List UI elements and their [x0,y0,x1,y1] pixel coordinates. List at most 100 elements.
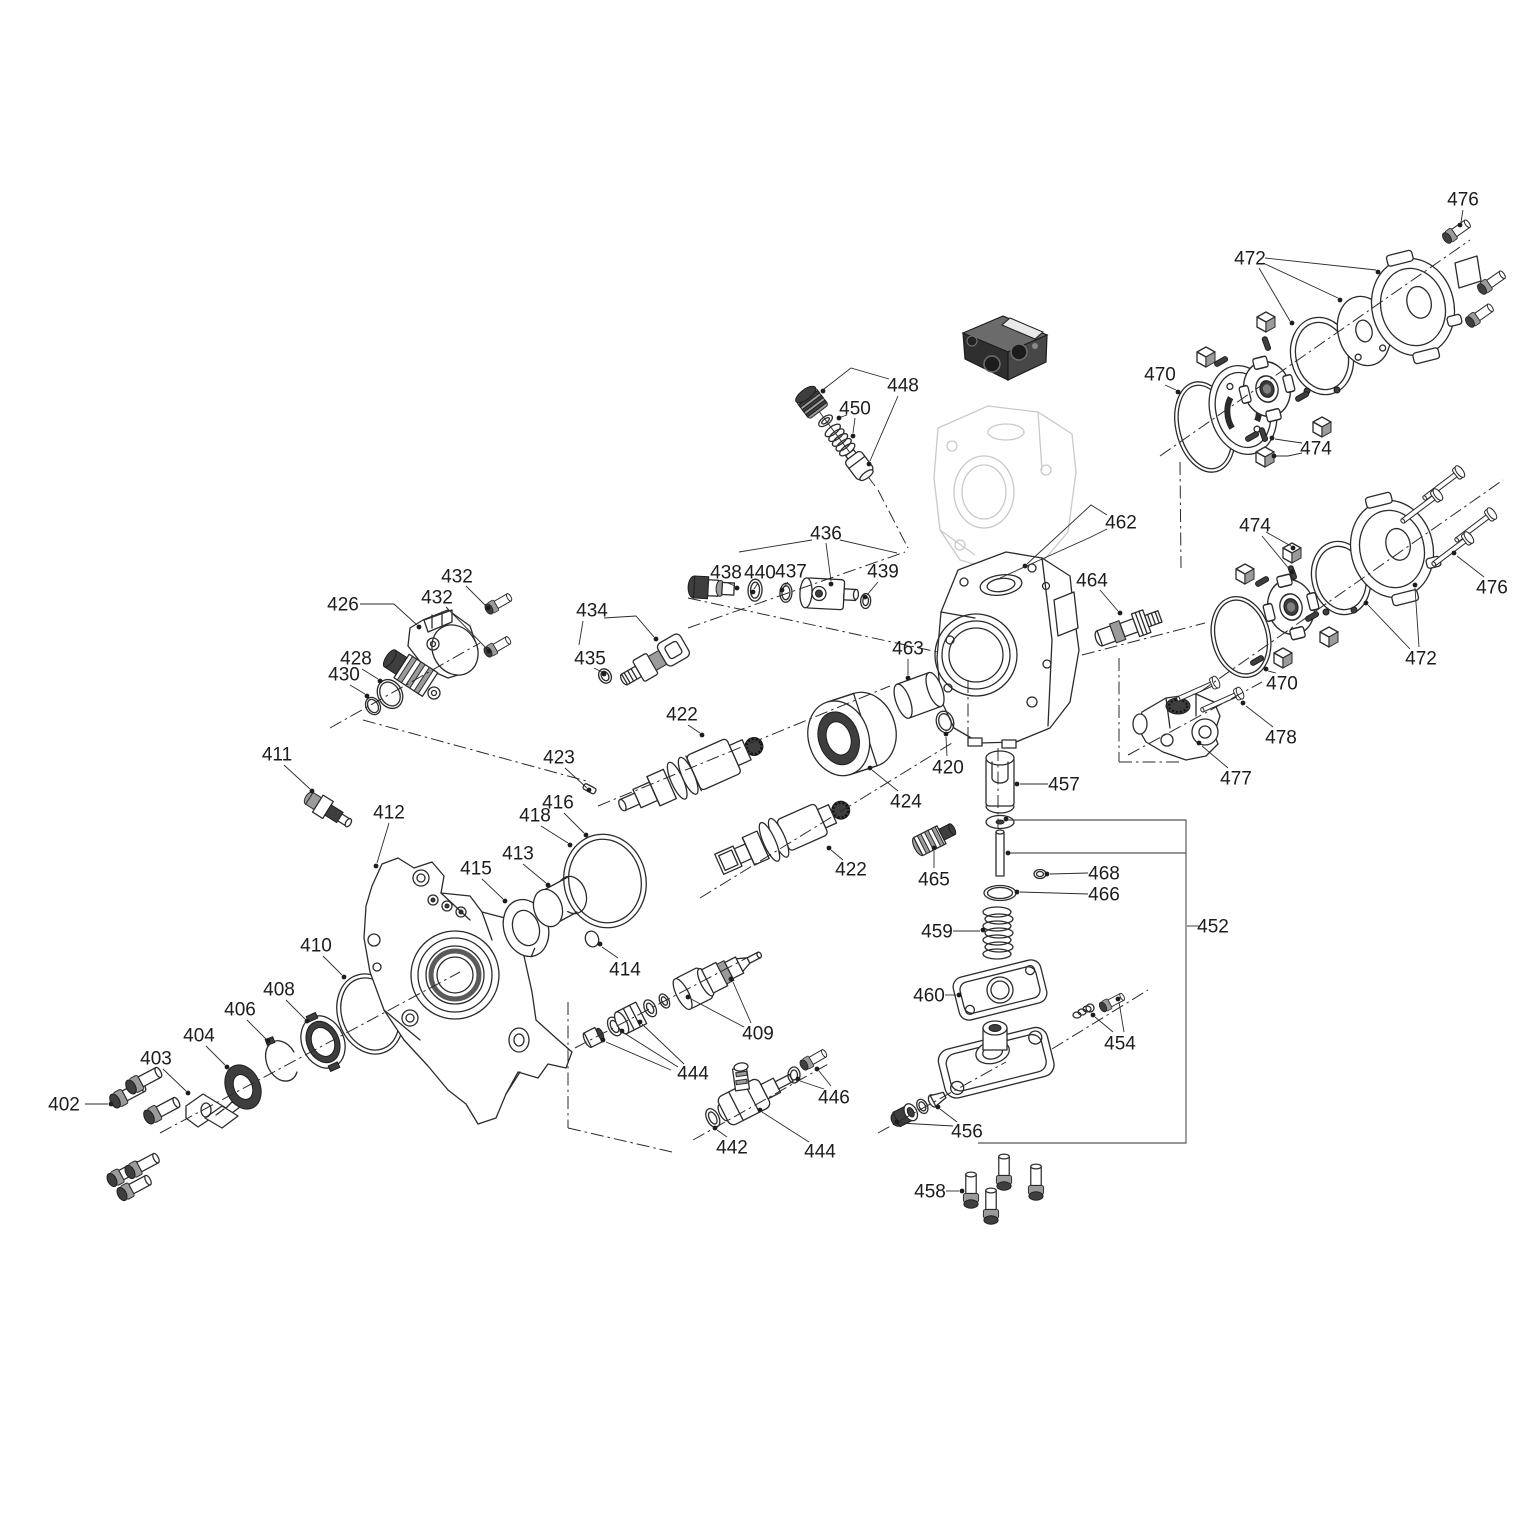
part-label-468: 468 [1088,864,1120,885]
leader-line [349,684,366,695]
bearing-424 [807,691,897,777]
flange-452 [937,1020,1055,1099]
part-label-446: 446 [818,1088,850,1109]
leader-line [376,822,390,864]
leader-line [1456,555,1485,578]
part-label-466: 466 [1088,885,1120,906]
leader-dot [653,636,659,642]
leader-line [1049,872,1089,875]
leader-dot [1269,435,1275,441]
leader-line [283,764,311,790]
part-label-414: 414 [609,960,641,981]
center-line [159,971,461,1134]
seal-414 [584,930,600,948]
screw-ball-454 [1072,990,1127,1019]
sensor-434-435 [597,633,690,686]
piston-457 [985,750,1015,814]
leader-dot [1375,269,1381,275]
part-label-436: 436 [810,524,842,545]
leader-dot [1090,1012,1096,1018]
leader-line [1267,670,1277,674]
part-label-411: 411 [262,745,292,766]
leader-line [852,417,856,434]
leader-dot [583,832,589,838]
leader-dot [935,1104,941,1110]
valve-stack-448-450 [795,385,876,487]
leader-line [1201,745,1229,769]
part-label-448: 448 [887,376,919,397]
part-label-450: 450 [839,399,871,420]
seal-404 [224,1064,262,1110]
part-label-440: 440 [744,563,776,584]
part-label-460: 460 [913,986,945,1007]
part-label-438: 438 [710,563,742,584]
leader-dot [597,941,603,947]
bushing-463 [893,671,945,719]
part-label-435: 435 [574,649,606,670]
part-label-478: 478 [1265,728,1297,749]
leader-line [727,582,736,587]
leader-dot [1115,996,1121,1002]
leader-line [1261,535,1291,571]
screw-446 [797,1046,830,1073]
leader-dot [820,388,826,394]
leader-dot [224,1064,230,1070]
camshaft-422-upper [618,737,764,812]
leader-line [162,1068,187,1092]
leader-dot [1363,600,1369,606]
washer-457-lower [985,814,1015,830]
leader-dot [866,461,872,467]
part-label-413: 413 [502,844,534,865]
leader-dot [750,589,756,595]
leader-dot [795,1076,801,1082]
leader-line [825,542,832,582]
leader-dot [826,845,832,851]
leader-dot [931,845,937,851]
leader-line [1367,604,1411,650]
part-label-420: 420 [932,758,964,779]
part-label-474: 474 [1239,516,1271,537]
fitting-465 [912,823,957,857]
leader-dot [850,433,856,439]
leader-line [481,878,504,900]
part-label-432: 432 [441,567,473,588]
leader-dot [373,863,379,869]
center-line [877,1061,1007,1134]
part-label-416: 416 [542,793,574,814]
leader-line [840,414,848,418]
center-line [1199,479,1504,693]
leader-line [445,606,488,650]
part-label-444: 444 [677,1064,709,1085]
part-label-422: 422 [666,705,698,726]
valve-411 [303,791,353,828]
rings-416-418 [563,833,647,929]
bearing-408 [300,1011,346,1073]
leader-line [1164,384,1177,391]
coupling-lower [1210,483,1449,679]
leader-line [564,767,588,789]
part-label-426: 426 [327,595,359,616]
part-label-470: 470 [1144,365,1176,386]
coupling-403 [185,1093,241,1129]
leader-line [465,585,487,607]
leader-line [945,736,948,757]
coupling-upper [1174,241,1470,473]
part-label-415: 415 [460,859,492,880]
leader-line [1262,262,1339,299]
leader-dot [265,1038,271,1044]
part-label-472: 472 [1405,649,1437,670]
part-label-458: 458 [914,1182,946,1203]
leader-line [322,955,343,976]
part-label-434: 434 [576,601,608,622]
leader-line [690,998,745,1028]
leader-line [753,582,759,590]
leader-dot [712,1125,718,1131]
leader-line [563,812,585,834]
leader-dot [1457,222,1463,228]
leader-dot [108,1101,114,1107]
leader-line [716,1129,728,1138]
leader-dot [567,842,573,848]
center-line [1081,622,1206,656]
leader-line [540,825,569,844]
